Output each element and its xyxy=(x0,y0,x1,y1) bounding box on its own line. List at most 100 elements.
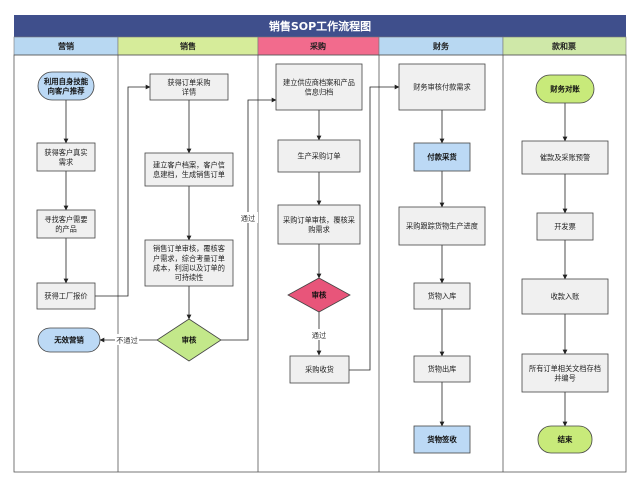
node-p3 xyxy=(277,204,361,245)
node-p4-text: 审核 xyxy=(312,291,327,300)
text-line: 货物签收 xyxy=(426,435,457,444)
lane-body-outline xyxy=(13,54,627,473)
connectors xyxy=(63,84,568,427)
node-f4 xyxy=(413,282,471,310)
title-bar xyxy=(14,15,626,37)
node-p2-text: 生产采购订单 xyxy=(297,152,340,161)
text-line: 息建档，生成销售订单 xyxy=(153,170,225,179)
text-line: 结束 xyxy=(557,435,573,444)
text-line: 所有订单相关文档存档 xyxy=(529,364,601,373)
node-s2-text: 建立客户档案，客户信息建档，生成销售订单 xyxy=(153,160,225,179)
node-p1 xyxy=(275,63,363,111)
node-f2-text: 付款采货 xyxy=(427,153,457,162)
node-m2-text: 获得客户真实需求 xyxy=(44,148,87,167)
text-line: 购需求 xyxy=(308,225,330,234)
text-line: 详情 xyxy=(182,87,196,96)
text-line: 信息归档 xyxy=(305,87,334,96)
lane-label-finance: 财务 xyxy=(432,41,450,51)
node-f1-text: 财务审核付款需求 xyxy=(413,83,471,92)
text-line: 获得客户真实 xyxy=(44,148,87,157)
node-k5-text: 所有订单相关文档存档并编号 xyxy=(529,364,601,383)
text-line: 可持续性 xyxy=(175,273,204,282)
node-k6-text: 结束 xyxy=(557,435,573,444)
text-line: 审核 xyxy=(182,336,197,345)
node-s4-decision xyxy=(156,318,222,362)
node-m5-end xyxy=(37,327,101,353)
text-line: 生产采购订单 xyxy=(297,152,340,161)
node-f1 xyxy=(398,63,486,111)
text-line: 的产品 xyxy=(55,224,77,233)
edge-p5-f1 xyxy=(349,84,400,371)
node-f3 xyxy=(398,206,486,246)
node-p1-text: 建立供应商档案和产品信息归档 xyxy=(283,78,355,97)
lane-label-sales: 销售 xyxy=(180,41,196,51)
edge-label-not-pass: 不通过 xyxy=(116,336,138,345)
text-line: 财务审核付款需求 xyxy=(413,83,471,92)
node-p4-decision xyxy=(287,277,351,313)
node-k5 xyxy=(521,353,609,393)
text-line: 需求 xyxy=(59,157,73,166)
node-f6 xyxy=(413,425,471,454)
text-line: 货物入库 xyxy=(428,292,457,301)
text-line: 并编号 xyxy=(554,373,576,382)
text-line: 向客户推荐 xyxy=(48,86,86,95)
node-m1-start xyxy=(37,71,95,101)
node-k1-start xyxy=(535,74,595,104)
node-s3 xyxy=(144,239,234,287)
node-s4-text: 审核 xyxy=(182,336,197,345)
node-k1-text: 财务对账 xyxy=(549,85,580,94)
text-line: 销售订单审核，覆核客 xyxy=(153,244,225,253)
text-line: 采购跟踪货物生产进度 xyxy=(406,222,478,231)
node-m3 xyxy=(36,209,96,239)
edge-label-pass-purchase: 通过 xyxy=(312,331,326,340)
text-line: 户需求，综合考量订单 xyxy=(153,254,225,263)
node-k4-text: 收款入账 xyxy=(551,292,580,301)
node-k3-text: 开发票 xyxy=(554,222,576,231)
text-line: 无效营销 xyxy=(53,336,84,345)
lane-label-purchase: 采购 xyxy=(309,41,326,51)
node-m4-text: 获得工厂报价 xyxy=(44,292,87,301)
text-line: 采购收货 xyxy=(305,365,334,374)
diagram-title: 销售SOP工作流程图 xyxy=(269,19,371,33)
node-m4 xyxy=(36,282,96,310)
node-f5-text: 货物出库 xyxy=(428,365,457,374)
node-p5 xyxy=(289,355,350,384)
text-line: 审核 xyxy=(312,291,327,300)
text-line: 货物出库 xyxy=(428,365,457,374)
node-p3-text: 采购订单审核，覆核采购需求 xyxy=(283,215,355,234)
text-line: 建立客户档案，客户信 xyxy=(153,160,225,169)
node-f2 xyxy=(413,142,471,172)
node-m5-text: 无效营销 xyxy=(53,336,84,345)
node-f6-text: 货物签收 xyxy=(426,435,457,444)
node-k3 xyxy=(536,212,594,241)
node-k2-text: 催款及采账预警 xyxy=(540,153,590,162)
node-p5-text: 采购收货 xyxy=(305,365,334,374)
text-line: 催款及采账预警 xyxy=(540,153,590,162)
node-p2 xyxy=(277,139,361,173)
text-line: 采购订单审核，覆核采 xyxy=(283,215,355,224)
edge-label-bg-pass-sales xyxy=(238,212,258,223)
node-s3-text: 销售订单审核，覆核客户需求，综合考量订单成本，利润以及订单的可持续性 xyxy=(153,244,225,282)
text-line: 寻找客户需要 xyxy=(44,215,87,224)
text-line: 付款采货 xyxy=(427,153,457,162)
node-k4 xyxy=(521,278,609,315)
text-line: 收款入账 xyxy=(551,292,580,301)
node-k2 xyxy=(521,140,609,175)
node-s1 xyxy=(149,73,229,101)
node-m2 xyxy=(36,142,96,172)
node-f3-text: 采购跟踪货物生产进度 xyxy=(406,222,478,231)
text-line: 开发票 xyxy=(554,222,576,231)
text-line: 利用自身技能 xyxy=(43,77,89,86)
node-k6-end xyxy=(537,425,593,454)
edge-label-pass-sales: 通过 xyxy=(241,214,255,223)
text-line: 获得工厂报价 xyxy=(44,292,87,301)
node-m3-text: 寻找客户需要的产品 xyxy=(44,215,87,234)
node-s2 xyxy=(144,152,234,187)
edge-label-bg-not-pass xyxy=(115,334,139,345)
node-f4-text: 货物入库 xyxy=(428,292,457,301)
edge-m4-s1 xyxy=(95,84,151,297)
node-s1-text: 获得订单采购详情 xyxy=(167,78,210,97)
lane-label-payment-invoice: 款和票 xyxy=(552,41,576,51)
lane-label-marketing: 营销 xyxy=(58,41,74,51)
